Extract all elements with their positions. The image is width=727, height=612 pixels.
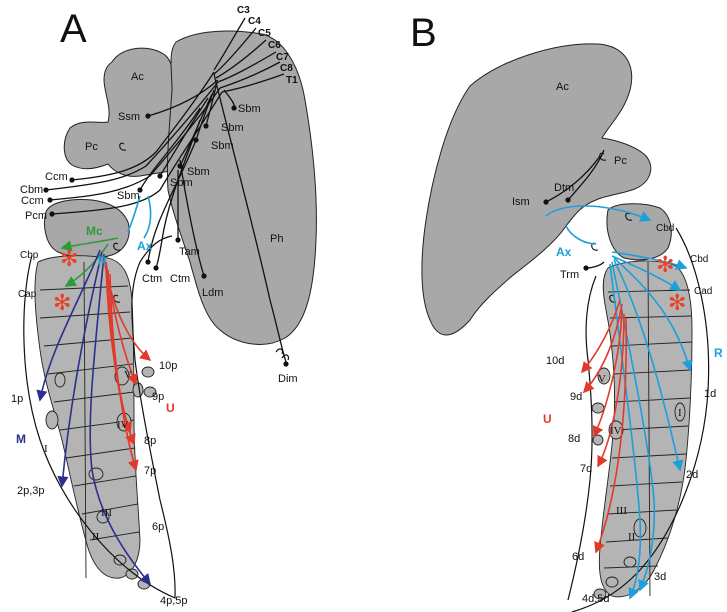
label-10p: 10p [159,360,177,372]
label-r: R [98,254,107,268]
label-4d5d: 4d,5d [582,593,610,605]
label-cbd-1: Cbd [656,223,674,234]
digit-ii-b: II [628,531,636,543]
label-tam: Tam [179,246,200,258]
digit-i-b: I [678,407,682,419]
label-1d: 1d [704,388,716,400]
label-trm: Trm [560,269,579,281]
digit-iii-b: III [616,505,627,517]
digit-iv-b: IV [610,425,622,437]
label-dim: Dim [278,373,298,385]
label-ctm-1: Ctm [142,273,162,285]
root-c8: C8 [280,63,293,74]
label-3d: 3d [654,571,666,583]
panel-a-label-acromion: Ac [131,71,144,83]
label-ism: Ism [512,196,530,208]
label-ax: Ax [137,239,153,253]
label-1p: 1p [11,393,23,405]
label-6d: 6d [572,551,584,563]
digit-v: V [124,369,132,381]
label-ctm-2: Ctm [170,273,190,285]
panel-b-label-procoracoid: Pc [614,155,627,167]
label-cbd-2: Cbd [690,254,708,265]
label-7p: 7p [144,465,156,477]
panel-a-asterisk-2: ✻ [53,291,71,316]
label-4p5p: 4p,5p [160,595,188,607]
digit-iv: IV [117,419,129,431]
label-u: U [166,401,175,415]
panel-a-asterisk-1: ✻ [60,247,78,272]
digit-i: I [44,443,48,455]
label-sbm-6: Sbm [117,190,140,202]
label-ccm-2: Ccm [21,195,44,207]
panel-a-break-mark [276,349,289,360]
panel-a: A [11,5,316,607]
label-sbm-3: Sbm [211,140,234,152]
panel-a-label-procoracoid: Pc [85,141,98,153]
label-r-b: R [714,346,723,360]
label-mc: Mc [86,224,103,238]
digit-ii: II [92,531,100,543]
label-ccm-1: Ccm [45,171,68,183]
digit-iii: III [101,507,112,519]
label-sbm-5: Sbm [170,177,193,189]
root-c7: C7 [276,52,289,63]
label-6p: 6p [152,521,164,533]
panel-a-red-labels: U 10p 9p 8p 7p 6p [144,360,177,533]
label-8d: 8d [568,433,580,445]
panel-a-blue-nerves [128,196,151,238]
panel-b: B [410,11,723,612]
root-c5: C5 [258,28,271,39]
label-9p: 9p [152,391,164,403]
root-t1: T1 [286,75,298,86]
label-9d: 9d [570,391,582,403]
label-ax-b: Ax [556,245,572,259]
label-cap: Cap [18,289,37,300]
label-2d: 2d [686,469,698,481]
panel-a-letter: A [60,7,87,51]
label-u-b: U [543,412,552,426]
label-ssm: Ssm [118,111,140,123]
root-c6: C6 [268,40,281,51]
label-sbm-1: Sbm [238,103,261,115]
label-cad: Cad [694,286,712,297]
panel-a-label-humerus: Ph [270,233,283,245]
panel-b-asterisk-2: ✻ [668,291,686,316]
label-m: M [16,432,26,446]
panel-b-asterisk-1: ✻ [656,253,674,278]
label-7d: 7d [580,463,592,475]
digit-v-b: V [598,373,606,385]
root-c3: C3 [237,5,250,16]
label-dtm: Dtm [554,182,574,194]
panel-b-red-labels: U 10d 9d 8d 7d 6d [543,355,592,563]
label-cbp: Cbp [20,250,39,261]
label-10d: 10d [546,355,564,367]
label-pcm: Pcm [25,210,47,222]
panel-b-label-acromion: Ac [556,81,569,93]
root-c4: C4 [248,16,261,27]
label-sbm-2: Sbm [221,122,244,134]
label-ldm: Ldm [202,287,223,299]
label-2p3p: 2p,3p [17,485,45,497]
panel-b-letter: B [410,11,437,55]
label-8p: 8p [144,435,156,447]
